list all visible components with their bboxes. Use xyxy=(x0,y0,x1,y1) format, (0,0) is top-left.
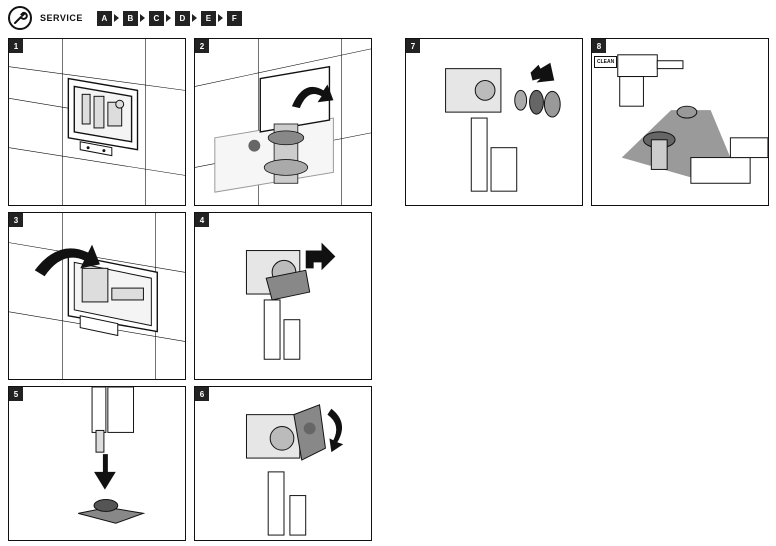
panel-8: 8 CLEAN xyxy=(591,38,769,206)
service-header: SERVICE A B C D E F xyxy=(8,6,242,30)
rotate-arrow-icon xyxy=(34,244,100,277)
step-label: D xyxy=(174,10,190,26)
step-label: E xyxy=(200,10,216,26)
panel-number: 3 xyxy=(9,213,23,227)
step-arrow-icon xyxy=(139,14,145,22)
panel-4: 4 xyxy=(194,212,372,380)
down-arrow-icon xyxy=(94,454,116,490)
step-b: B xyxy=(122,10,149,26)
valve-cover-illustration xyxy=(245,404,344,536)
step-label: C xyxy=(148,10,164,26)
panel-7: 7 xyxy=(405,38,583,206)
step-label: B xyxy=(122,10,138,26)
panel-number: 6 xyxy=(195,387,209,401)
step-e: E xyxy=(200,10,227,26)
arrow-icon xyxy=(305,242,336,271)
step-label: F xyxy=(226,10,242,26)
step-arrow-icon xyxy=(191,14,197,22)
step-c: C xyxy=(148,10,175,26)
float-assembly-illustration xyxy=(78,387,146,524)
cistern-illustration xyxy=(195,39,371,205)
panel-number: 5 xyxy=(9,387,23,401)
wall-panel-illustration xyxy=(9,39,185,205)
panel-1: 1 xyxy=(8,38,186,206)
frame-removal-illustration xyxy=(9,213,185,379)
panel-number: 4 xyxy=(195,213,209,227)
panel-number: 8 xyxy=(592,39,606,53)
panel-3: 3 xyxy=(8,212,186,380)
panel-number: 2 xyxy=(195,39,209,53)
tap-cleaning-illustration xyxy=(617,54,768,184)
step-a: A xyxy=(96,10,123,26)
step-label: A xyxy=(96,10,112,26)
panel-2: 2 xyxy=(194,38,372,206)
panel-number: 7 xyxy=(406,39,420,53)
service-title: SERVICE xyxy=(40,13,83,23)
clean-tag: CLEAN xyxy=(594,56,618,68)
panel-5: 5 xyxy=(8,386,186,541)
wrench-icon xyxy=(8,6,32,30)
step-arrow-icon xyxy=(165,14,171,22)
rotate-arrow-icon xyxy=(291,84,334,109)
arrow-icon xyxy=(530,62,555,83)
diaphragm-illustration xyxy=(445,62,561,192)
panel-number: 1 xyxy=(9,39,23,53)
step-f: F xyxy=(226,10,242,26)
valve-illustration xyxy=(245,242,336,360)
step-arrow-icon xyxy=(113,14,119,22)
panel-6: 6 xyxy=(194,386,372,541)
step-d: D xyxy=(174,10,201,26)
rotate-arrow-icon xyxy=(327,408,344,453)
step-arrow-icon xyxy=(217,14,223,22)
